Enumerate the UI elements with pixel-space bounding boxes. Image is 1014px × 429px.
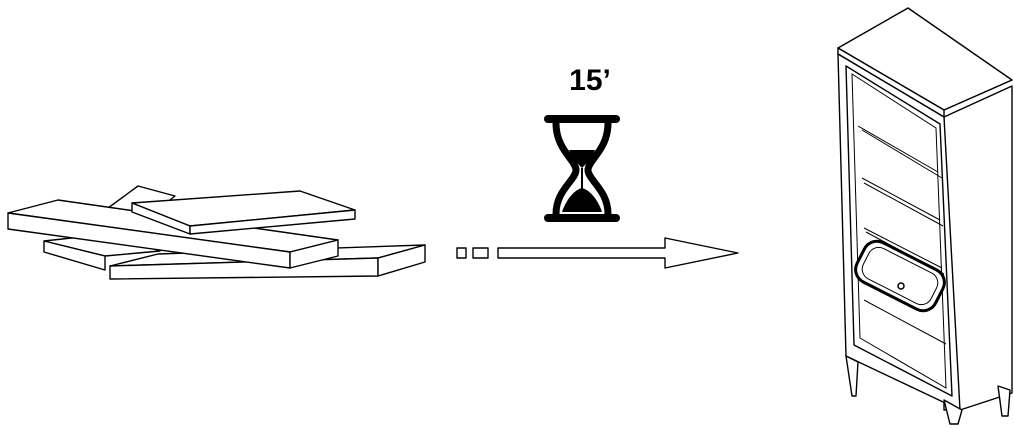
assembly-time-label: 15’ (569, 64, 611, 97)
arrow-right-icon (456, 237, 739, 269)
hourglass-icon (544, 115, 620, 222)
cabinet-icon (837, 7, 1013, 425)
stacked-boards-icon (7, 185, 426, 280)
